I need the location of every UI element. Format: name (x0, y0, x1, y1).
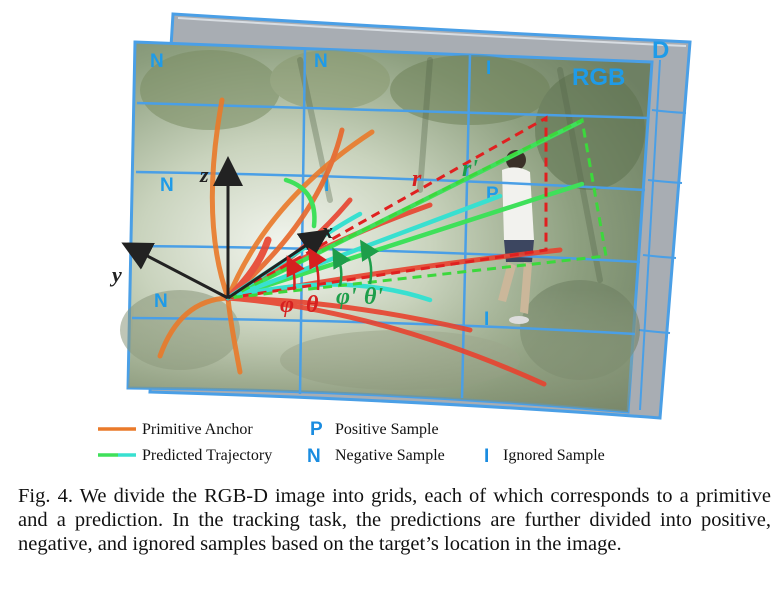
figure-caption: Fig. 4. We divide the RGB-D image into g… (18, 484, 771, 556)
axis-label-y: y (109, 262, 122, 287)
legend: Primitive Anchor Predicted Trajectory P … (98, 419, 605, 467)
legend-label-negative: Negative Sample (335, 447, 445, 464)
grid-label: I (484, 309, 489, 330)
figure-illustration: D (0, 0, 779, 480)
angle-label-theta-prime: θ' (364, 284, 383, 310)
grid-label: N (150, 51, 164, 72)
grid-label: I (486, 58, 491, 79)
axis-label-x: x (321, 218, 333, 243)
legend-label-trajectory: Predicted Trajectory (142, 447, 272, 464)
grid-label: N (314, 51, 328, 72)
legend-glyph-positive: P (310, 419, 323, 440)
radius-label-r: r (412, 166, 422, 192)
legend-glyph-ignored: I (484, 446, 489, 467)
angle-label-theta: θ (306, 292, 319, 318)
radius-label-r-prime: r' (462, 156, 478, 182)
axis-label-z: z (199, 162, 209, 187)
depth-label: D (652, 37, 669, 64)
rgb-label: RGB (572, 64, 625, 91)
grid-label: N (154, 291, 168, 312)
legend-label-ignored: Ignored Sample (503, 447, 605, 464)
legend-glyph-negative: N (307, 446, 321, 467)
angle-label-phi: φ (280, 292, 294, 318)
rgb-panel (120, 42, 652, 412)
angle-label-phi-prime: φ' (336, 284, 357, 310)
legend-label-positive: Positive Sample (335, 421, 439, 438)
grid-label: N (160, 175, 174, 196)
legend-label-anchor: Primitive Anchor (142, 421, 253, 438)
